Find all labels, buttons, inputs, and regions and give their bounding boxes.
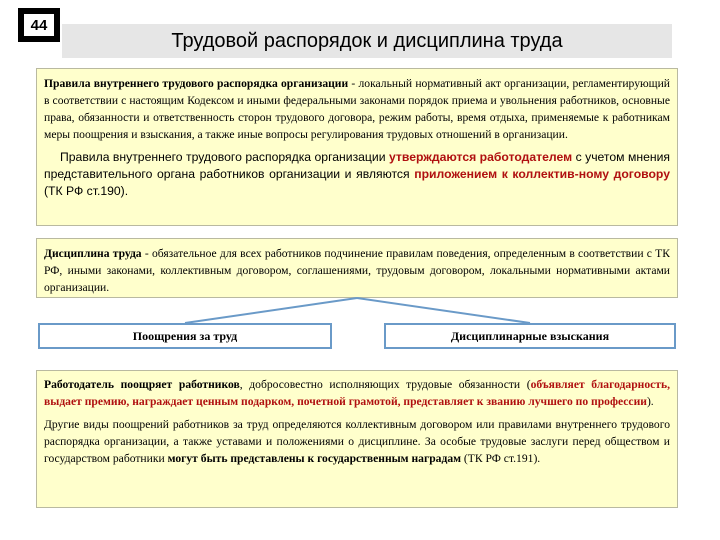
slide-number: 44 [24, 14, 54, 36]
rewards-paragraph: Работодатель поощряет работников, доброс… [44, 376, 670, 410]
rules-approval-paragraph: Правила внутреннего трудового распорядка… [44, 149, 670, 200]
rules-definition-box: Правила внутреннего трудового распорядка… [36, 68, 678, 226]
rewards-list-highlight: объявляет благодарность, выдает премию, … [44, 378, 670, 408]
approval-text-c: с учетом мнения представительного органа… [44, 150, 671, 181]
other-rewards-text-a: Другие виды поощрений работников за труд… [44, 418, 670, 465]
other-rewards-paragraph: Другие виды поощрений работников за труд… [44, 416, 670, 467]
approval-text-e: (ТК РФ ст.190). [44, 184, 129, 198]
discipline-definition-text: - обязательное для всех работников подчи… [44, 247, 670, 294]
rewards-text-b: , добросовестно исполняющих трудовые обя… [239, 378, 531, 391]
other-rewards-text-c: (ТК РФ ст.191). [461, 452, 541, 465]
approval-highlight-employer: утверждаются работодателем [388, 150, 573, 164]
rewards-details-box: Работодатель поощряет работников, доброс… [36, 370, 678, 508]
state-awards-highlight: могут быть представлены к государственны… [167, 452, 462, 465]
rules-definition-text: - локальный нормативный акт организации,… [44, 77, 670, 141]
rewards-branch: Поощрения за труд [38, 323, 332, 349]
connector-left [184, 297, 358, 324]
approval-highlight-annex: приложением к коллектив-ному договору [414, 167, 670, 181]
slide-number-box: 44 [18, 8, 60, 42]
page-title: Трудовой распорядок и дисциплина труда [62, 24, 672, 58]
rewards-text-d: ). [646, 395, 654, 408]
rules-term: Правила внутреннего трудового распорядка… [44, 77, 349, 90]
approval-text-a: Правила внутреннего трудового распорядка… [60, 150, 389, 164]
rewards-subject: Работодатель поощряет работников [44, 378, 240, 391]
rules-definition-paragraph: Правила внутреннего трудового распорядка… [44, 75, 670, 143]
penalties-branch: Дисциплинарные взыскания [384, 323, 676, 349]
discipline-definition-box: Дисциплина труда - обязательное для всех… [36, 238, 678, 298]
connector-right [356, 297, 531, 324]
discipline-term: Дисциплина труда [44, 247, 142, 260]
